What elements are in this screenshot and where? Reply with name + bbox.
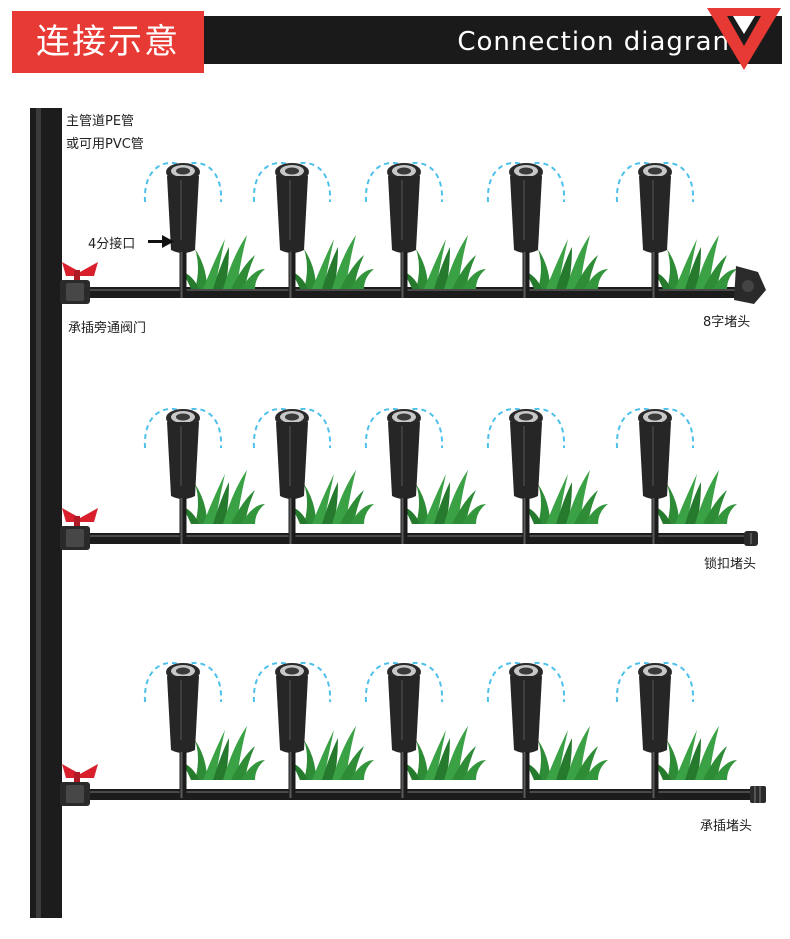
main-pipe-label-line1: 主管道PE管 <box>66 114 135 129</box>
interface-arrow-icon <box>148 235 174 248</box>
lock-end-cap-icon <box>744 531 758 546</box>
corner-chevron-icon <box>707 8 781 70</box>
main-pipe-label-line2: 或可用PVC管 <box>66 137 144 152</box>
row-2 <box>60 407 758 550</box>
row-3 <box>60 661 766 806</box>
socket-end-cap-icon <box>750 786 766 803</box>
sprinkler-head <box>166 163 200 298</box>
main-pipe <box>30 108 62 918</box>
figure-8-end-cap-icon <box>734 266 766 304</box>
sprinkler-head <box>387 163 421 298</box>
end-cap-label-3: 承插堵头 <box>700 819 753 834</box>
sprinkler-head <box>638 163 672 298</box>
sprinkler-head <box>509 163 543 298</box>
end-cap-label-2: 锁扣堵头 <box>704 557 757 572</box>
end-cap-label-1: 8字堵头 <box>703 315 751 330</box>
valve-label: 承插旁通阀门 <box>68 321 147 336</box>
header-banner: 连接示意 Connection diagran <box>0 0 790 73</box>
title-en: Connection diagran <box>457 27 730 57</box>
sprinkler-head <box>275 163 309 298</box>
title-cn: 连接示意 <box>12 11 204 73</box>
interface-label: 4分接口 <box>88 237 136 252</box>
row-1 <box>60 161 766 304</box>
